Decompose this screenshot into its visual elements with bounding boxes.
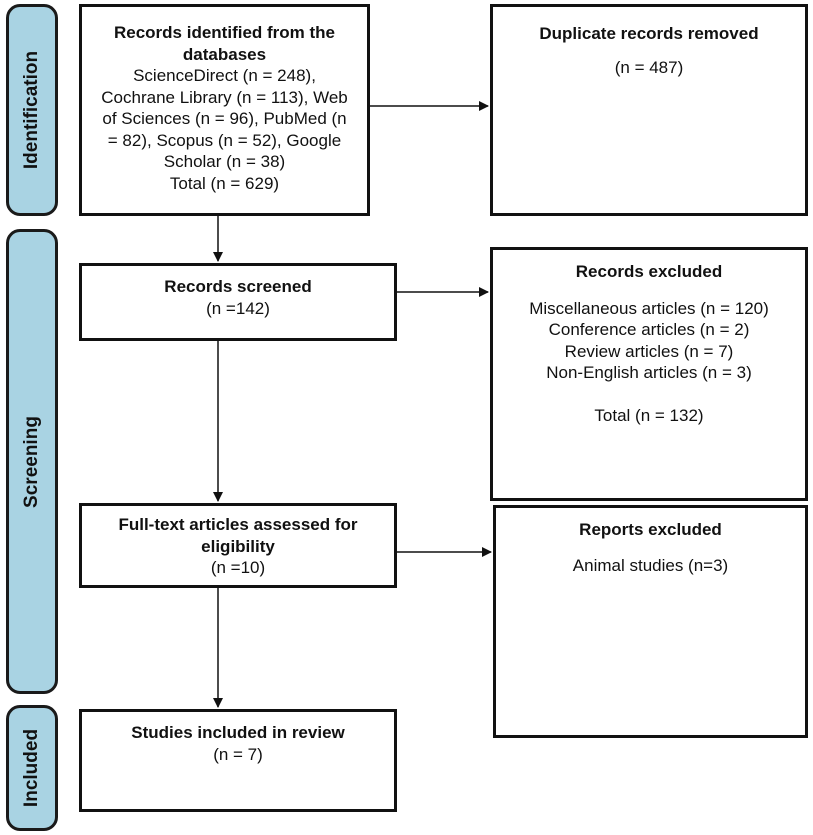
records-identified-title-2: databases bbox=[182, 44, 267, 64]
phase-included-label: Included bbox=[6, 705, 58, 831]
fulltext-assessed-box: Full-text articles assessed for eligibil… bbox=[79, 503, 397, 588]
records-screened-box: Records screened (n =142) bbox=[79, 263, 397, 341]
records-identified-total: Total (n = 629) bbox=[169, 173, 280, 193]
fulltext-assessed-title: Full-text articles assessed for bbox=[118, 515, 358, 534]
database-line: Cochrane Library (n = 113), Web bbox=[101, 87, 348, 107]
studies-included-box: Studies included in review (n = 7) bbox=[79, 709, 397, 812]
duplicates-removed-title: Duplicate records removed bbox=[539, 24, 759, 43]
database-line: of Sciences (n = 96), PubMed (n bbox=[102, 109, 347, 128]
fulltext-assessed-title-2: eligibility bbox=[201, 536, 275, 556]
phase-identification-label: Identification bbox=[6, 4, 58, 216]
studies-included-count: (n = 7) bbox=[213, 744, 263, 764]
database-line: ScienceDirect (n = 248), bbox=[133, 66, 316, 85]
reports-excluded-box: Reports excluded Animal studies (n=3) bbox=[493, 505, 808, 738]
duplicates-removed-count: (n = 487) bbox=[614, 57, 684, 77]
excluded-item: Non-English articles (n = 3) bbox=[546, 363, 752, 382]
excluded-item: Conference articles (n = 2) bbox=[548, 320, 750, 339]
duplicates-removed-box: Duplicate records removed (n = 487) bbox=[490, 4, 808, 216]
records-excluded-box: Records excluded Miscellaneous articles … bbox=[490, 247, 808, 501]
records-identified-box: Records identified from the databases Sc… bbox=[79, 4, 370, 216]
reports-excluded-item: Animal studies (n=3) bbox=[572, 555, 729, 575]
records-identified-title: Records identified from the bbox=[113, 23, 336, 42]
fulltext-assessed-count: (n =10) bbox=[210, 558, 266, 577]
studies-included-title: Studies included in review bbox=[131, 723, 345, 742]
database-line: = 82), Scopus (n = 52), Google bbox=[107, 130, 342, 150]
records-screened-count: (n =142) bbox=[206, 298, 270, 318]
database-line: Scholar (n = 38) bbox=[163, 152, 286, 171]
reports-excluded-title: Reports excluded bbox=[579, 520, 722, 539]
records-excluded-total: Total (n = 132) bbox=[594, 405, 704, 425]
records-screened-title: Records screened bbox=[164, 277, 312, 296]
phase-screening-label: Screening bbox=[6, 229, 58, 694]
excluded-item: Review articles (n = 7) bbox=[564, 341, 734, 361]
records-excluded-title: Records excluded bbox=[575, 262, 723, 281]
excluded-item: Miscellaneous articles (n = 120) bbox=[529, 298, 769, 318]
